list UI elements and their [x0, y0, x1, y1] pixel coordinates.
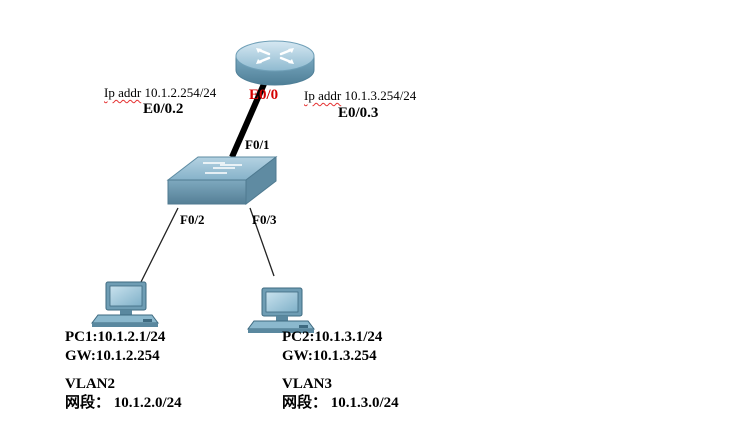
- subif-e0-0-3-address: Ip addr 10.1.3.254/24: [304, 89, 416, 102]
- link-switch-pc2: [249, 207, 275, 277]
- subif-e0-0-3-name: E0/0.3: [338, 105, 379, 121]
- switch-port-f0-2: F0/2: [180, 212, 205, 227]
- link-router-switch: [229, 82, 267, 159]
- pc2-vlan-label: VLAN3: [282, 376, 333, 392]
- ip-addr-keyword: Ip addr: [304, 88, 342, 103]
- switch-port-f0-1: F0/1: [245, 137, 270, 152]
- pc2-computer-icon: [247, 287, 315, 333]
- pc1-segment-label: 网段： 10.1.2.0/24: [65, 395, 182, 411]
- pc1-computer-icon: [91, 281, 159, 327]
- pc2-ip-label: PC2:10.1.3.1/24: [282, 329, 383, 345]
- subif-e0-0-2-address: Ip addr 10.1.2.254/24: [104, 86, 216, 99]
- link-switch-pc1: [139, 207, 179, 285]
- switch-port-f0-3: F0/3: [252, 212, 277, 227]
- pc1-ip-label: PC1:10.1.2.1/24: [65, 329, 166, 345]
- switch-icon: [166, 155, 278, 206]
- pc2-segment-label: 网段： 10.1.3.0/24: [282, 395, 399, 411]
- pc2-gateway-label: GW:10.1.3.254: [282, 348, 377, 364]
- subif-e0-0-2-name: E0/0.2: [143, 101, 184, 117]
- ip-addr-keyword: Ip addr: [104, 85, 142, 100]
- router-icon: [235, 40, 315, 86]
- pc1-vlan-label: VLAN2: [65, 376, 116, 392]
- ip-addr-value: 10.1.2.254/24: [144, 85, 217, 100]
- pc1-gateway-label: GW:10.1.2.254: [65, 348, 160, 364]
- router-port-e0-0: E0/0: [249, 87, 279, 103]
- ip-addr-value: 10.1.3.254/24: [344, 88, 417, 103]
